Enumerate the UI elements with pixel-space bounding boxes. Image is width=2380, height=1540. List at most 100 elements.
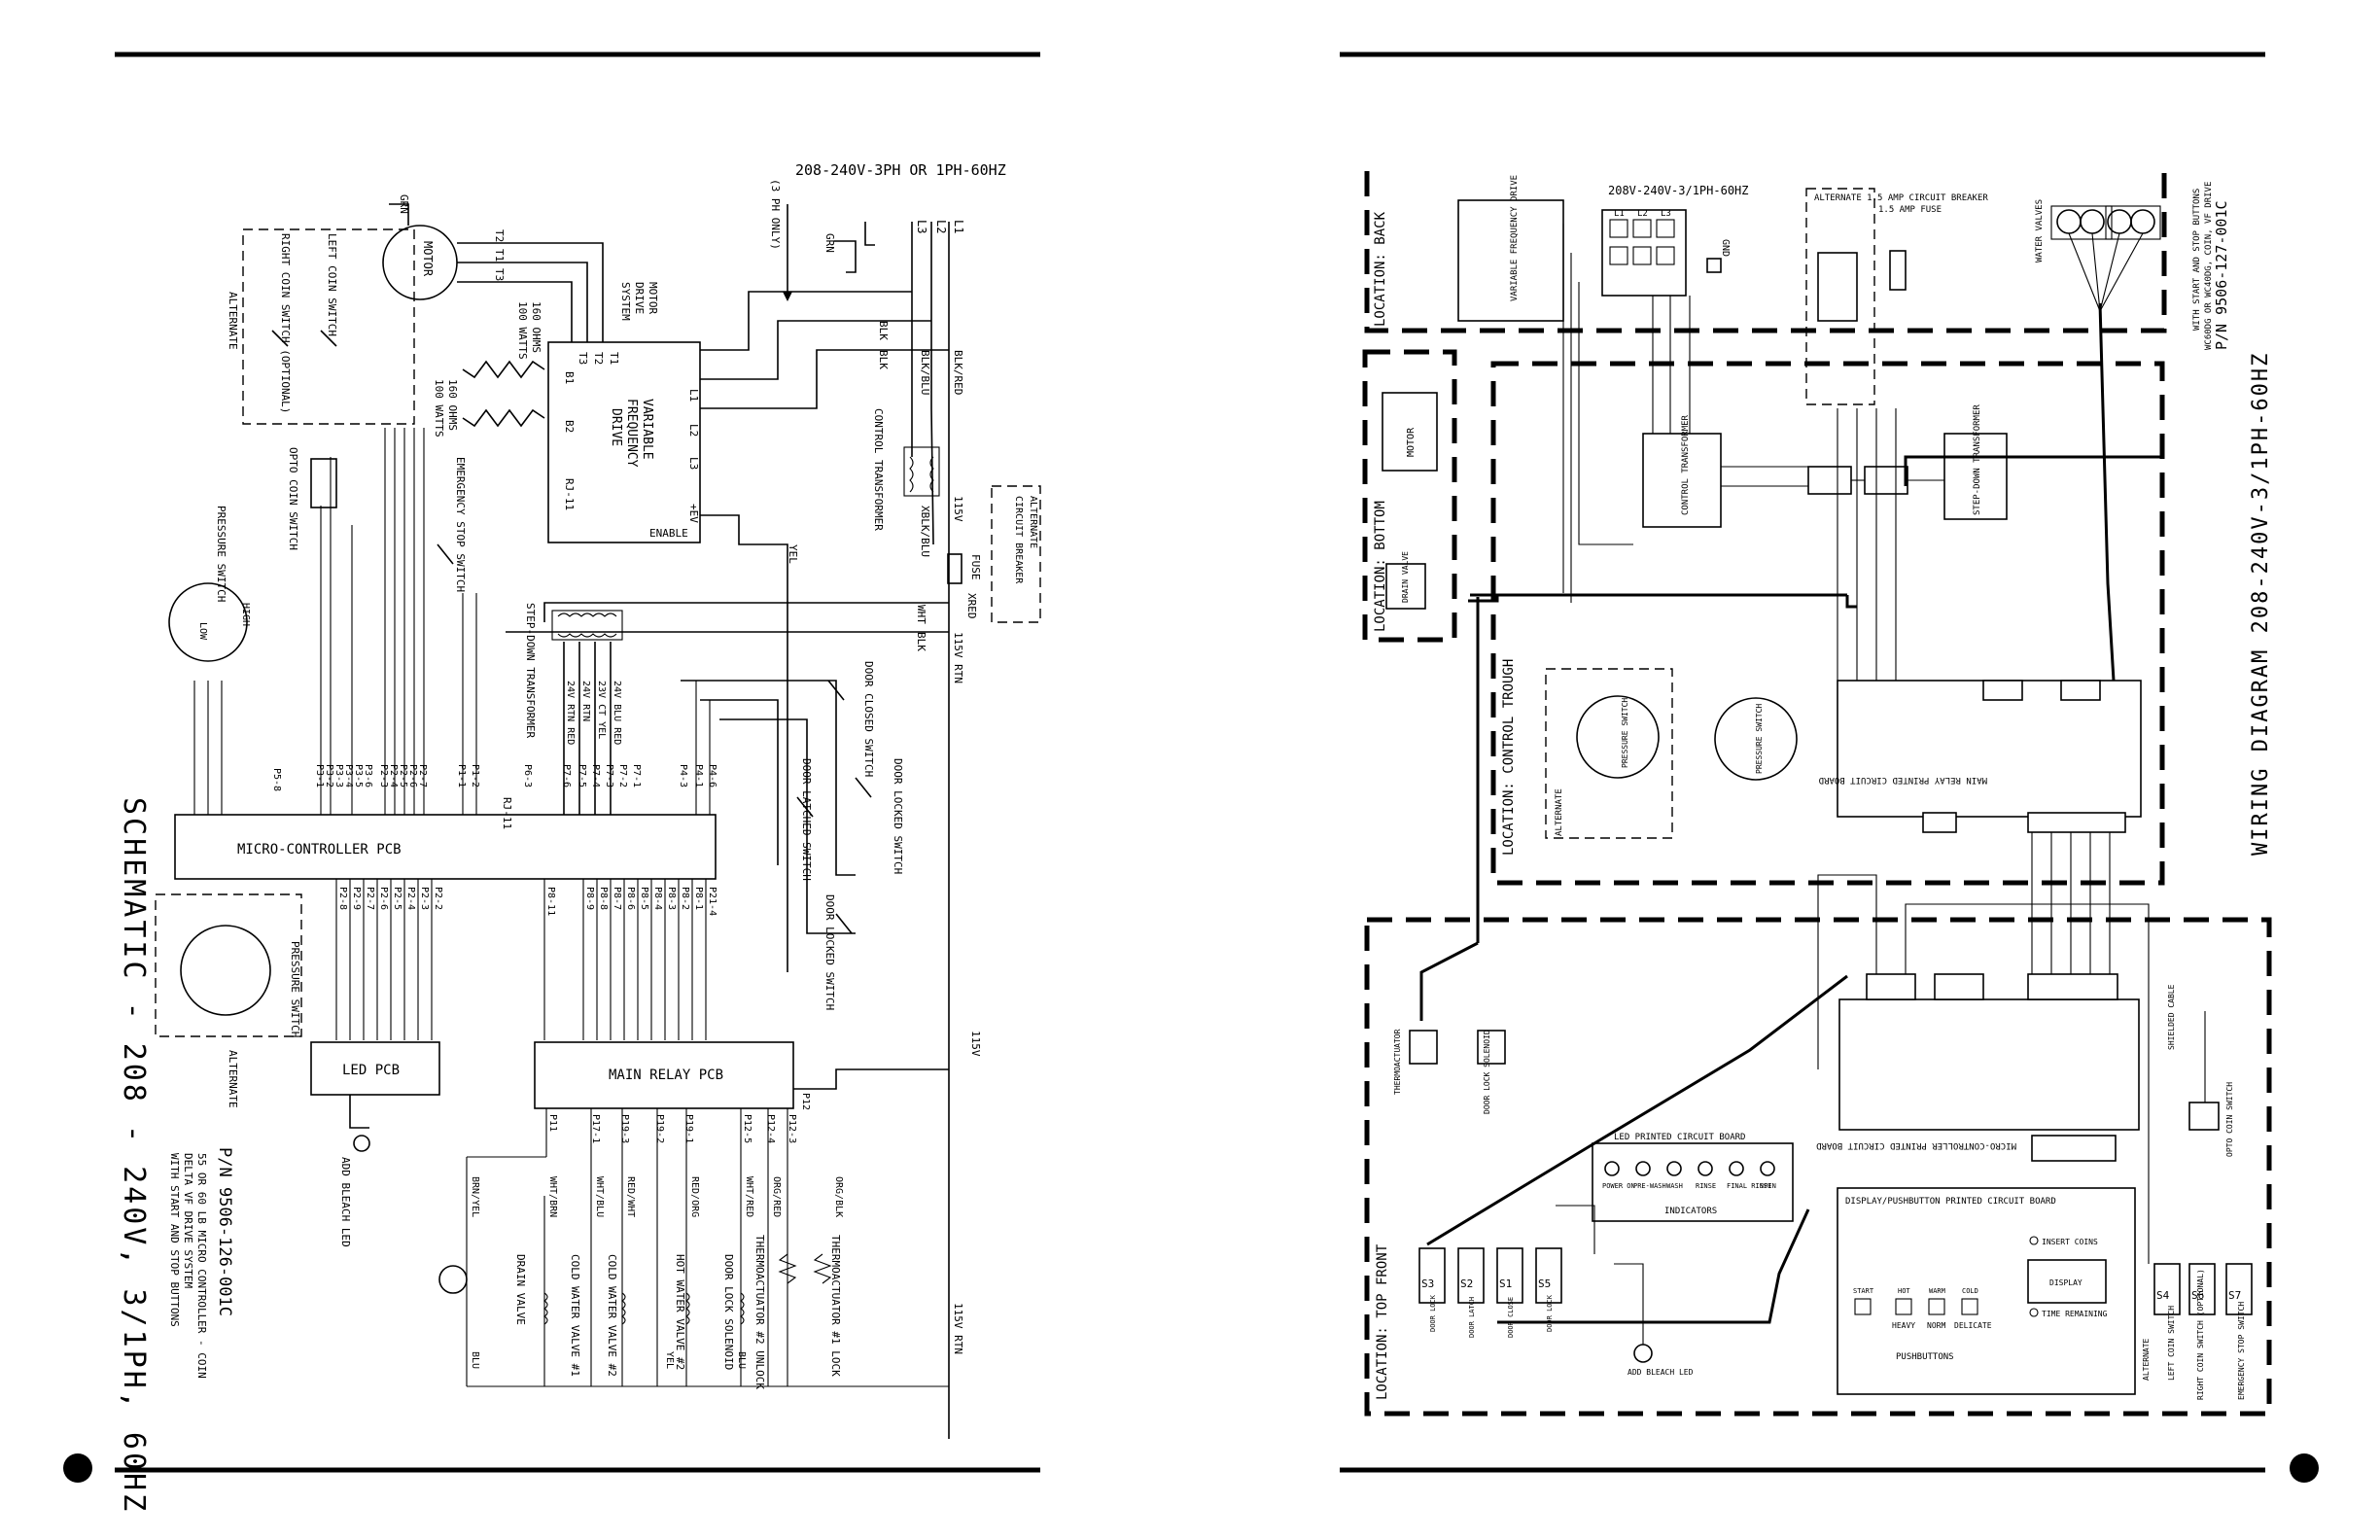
svg-text:NORM: NORM bbox=[1927, 1321, 1945, 1330]
xred-label: XRED bbox=[965, 593, 978, 619]
svg-text:P19-2: P19-2 bbox=[654, 1114, 665, 1143]
svg-text:P8-8: P8-8 bbox=[598, 887, 609, 910]
drain-valve-block bbox=[1385, 563, 1426, 610]
vfd-term-t3: T3 bbox=[577, 352, 589, 365]
svg-text:PRESSURE SWITCH: PRESSURE SWITCH bbox=[1621, 698, 1629, 768]
svg-text:BLK: BLK bbox=[915, 632, 928, 651]
svg-text:S4: S4 bbox=[2156, 1289, 2170, 1302]
svg-text:DOOR CLOSE: DOOR CLOSE bbox=[1507, 1297, 1515, 1338]
resistor-ohms: 160 OHMS bbox=[530, 301, 542, 353]
svg-text:24V BLU RED: 24V BLU RED bbox=[612, 681, 622, 745]
svg-text:P3-1: P3-1 bbox=[314, 764, 325, 788]
svg-text:P8-2: P8-2 bbox=[680, 887, 690, 910]
pressure-switch-std bbox=[1714, 697, 1798, 781]
control-xfmr-block bbox=[1642, 433, 1722, 528]
svg-text:WASH: WASH bbox=[1666, 1182, 1683, 1190]
vfd-term-ev: +EV bbox=[687, 504, 700, 523]
svg-text:WHT/BLU: WHT/BLU bbox=[594, 1176, 605, 1217]
schematic: SCHEMATIC - 208 - 240V, 3/1PH, 60HZ P/N … bbox=[117, 161, 1041, 1514]
svg-text:INSERT COINS: INSERT COINS bbox=[2042, 1238, 2098, 1246]
svg-text:RINSE: RINSE bbox=[1696, 1182, 1716, 1190]
braking-resistor-2 bbox=[462, 408, 545, 428]
svg-text:WHT/BRN: WHT/BRN bbox=[547, 1176, 558, 1217]
pressure-high: HIGH bbox=[240, 603, 251, 626]
vfd-term-enable: ENABLE bbox=[649, 527, 688, 540]
hot-water-label: HOT WATER VALVE #2 bbox=[674, 1254, 686, 1370]
svg-text:P8-9: P8-9 bbox=[584, 887, 595, 910]
led-board-label: LED PRINTED CIRCUIT BOARD bbox=[1614, 1133, 1745, 1142]
water-valve-coils bbox=[2050, 205, 2161, 240]
svg-text:P3-5: P3-5 bbox=[353, 764, 364, 788]
svg-text:BLU: BLU bbox=[470, 1351, 480, 1369]
drain-valve-coil bbox=[438, 1265, 468, 1294]
vfd-block-label: VARIABLE FREQUENCY DRIVE bbox=[1510, 175, 1520, 301]
svg-text:LEFT COIN SWITCH: LEFT COIN SWITCH bbox=[2167, 1306, 2176, 1381]
rj11-micro: RJ-11 bbox=[501, 797, 513, 829]
svg-text:P12-4: P12-4 bbox=[765, 1114, 776, 1143]
svg-text:P7-2: P7-2 bbox=[617, 764, 628, 788]
svg-text:P4-1: P4-1 bbox=[693, 764, 704, 788]
grn-label-top: GRN bbox=[823, 233, 836, 253]
vfd-box bbox=[547, 341, 701, 543]
svg-text:ORG/BLK: ORG/BLK bbox=[833, 1176, 844, 1217]
micro-controller-label: MICRO-CONTROLLER PCB bbox=[237, 842, 402, 858]
resistor-ohms-2: 160 OHMS bbox=[446, 379, 459, 431]
svg-text:S7: S7 bbox=[2228, 1289, 2241, 1302]
motor-drive-label-2: DRIVE bbox=[633, 282, 646, 314]
motor-drive-label: MOTOR bbox=[647, 282, 659, 314]
svg-text:XBLK/BLU: XBLK/BLU bbox=[919, 506, 931, 557]
svg-text:YEL: YEL bbox=[787, 544, 799, 564]
pressure-switch-lower bbox=[180, 925, 271, 1016]
main-relay-board bbox=[1837, 680, 2142, 818]
alt-breaker-box bbox=[991, 485, 1041, 623]
svg-text:ALTERNATE: ALTERNATE bbox=[1555, 788, 1564, 836]
pins-bottom: P2-8 P2-9 P2-7 P2-6 P2-5 P2-4 P2-3 P2-2 … bbox=[337, 887, 718, 916]
svg-text:P3-2: P3-2 bbox=[324, 764, 334, 788]
svg-text:S3: S3 bbox=[1421, 1278, 1434, 1290]
line-l2: L2 bbox=[934, 220, 948, 233]
cold-water-1-label: COLD WATER VALVE #1 bbox=[569, 1254, 581, 1377]
svg-text:BLK: BLK bbox=[877, 350, 890, 369]
main-relay-pcb bbox=[534, 1041, 794, 1109]
svg-text:P12-5: P12-5 bbox=[742, 1114, 752, 1143]
svg-text:P8-5: P8-5 bbox=[639, 887, 649, 910]
svg-text:P8-1: P8-1 bbox=[693, 887, 704, 910]
indicators-label: INDICATORS bbox=[1664, 1207, 1717, 1216]
svg-text:DOOR LOCK SOLENOID: DOOR LOCK SOLENOID bbox=[1483, 1030, 1491, 1114]
wiring-title: WIRING DIAGRAM 208-240V-3/1PH-60HZ bbox=[2249, 352, 2273, 856]
svg-text:P2-5: P2-5 bbox=[392, 887, 402, 910]
door-closed-label: DOOR CLOSED SWITCH bbox=[862, 661, 875, 777]
micro-board-label: MICRO-CONTROLLER PRINTED CIRCUIT BOARD bbox=[1816, 1140, 2016, 1150]
line-l3: L3 bbox=[915, 220, 928, 233]
svg-text:P3-6: P3-6 bbox=[363, 764, 373, 788]
svg-text:L2: L2 bbox=[1637, 209, 1648, 219]
v115-label: 115V bbox=[969, 1031, 982, 1057]
braking-resistor bbox=[462, 360, 545, 379]
drain-valve-block-label: DRAIN VALVE bbox=[1401, 551, 1410, 603]
svg-text:P7-5: P7-5 bbox=[577, 764, 587, 788]
svg-text:HEAVY: HEAVY bbox=[1892, 1321, 1915, 1330]
motor-label: MOTOR bbox=[421, 241, 435, 277]
vfd-term-rj11: RJ-11 bbox=[563, 478, 576, 510]
wiring-diagram: WIRING DIAGRAM 208-240V-3/1PH-60HZ P/N 9… bbox=[1362, 171, 2273, 1417]
pressure-switch-alt bbox=[1576, 695, 1660, 779]
svg-text:DOOR LOCK: DOOR LOCK bbox=[1429, 1294, 1437, 1332]
svg-text:HOT: HOT bbox=[1898, 1287, 1910, 1295]
coin-switch-box bbox=[242, 228, 415, 425]
alt-breaker-label-1: ALTERNATE bbox=[1028, 496, 1038, 548]
svg-text:P2-2: P2-2 bbox=[433, 887, 443, 910]
loc-back-box bbox=[1364, 171, 2167, 333]
svg-text:T2: T2 bbox=[493, 229, 506, 242]
svg-text:SPIN: SPIN bbox=[1760, 1182, 1776, 1190]
svg-text:P2-6: P2-6 bbox=[378, 887, 389, 910]
hole-punch-right bbox=[2290, 1453, 2319, 1483]
svg-text:P2-6: P2-6 bbox=[407, 764, 418, 788]
svg-text:GRN: GRN bbox=[398, 194, 410, 214]
svg-text:T1: T1 bbox=[493, 249, 506, 262]
svg-text:P2-8: P2-8 bbox=[337, 887, 348, 910]
door-locked-label: DOOR LOCKED SWITCH bbox=[892, 758, 904, 874]
svg-text:BLK: BLK bbox=[877, 321, 890, 340]
door-locked2-label: DOOR LOCKED SWITCH bbox=[823, 894, 836, 1010]
micro-board bbox=[1838, 998, 2140, 1131]
